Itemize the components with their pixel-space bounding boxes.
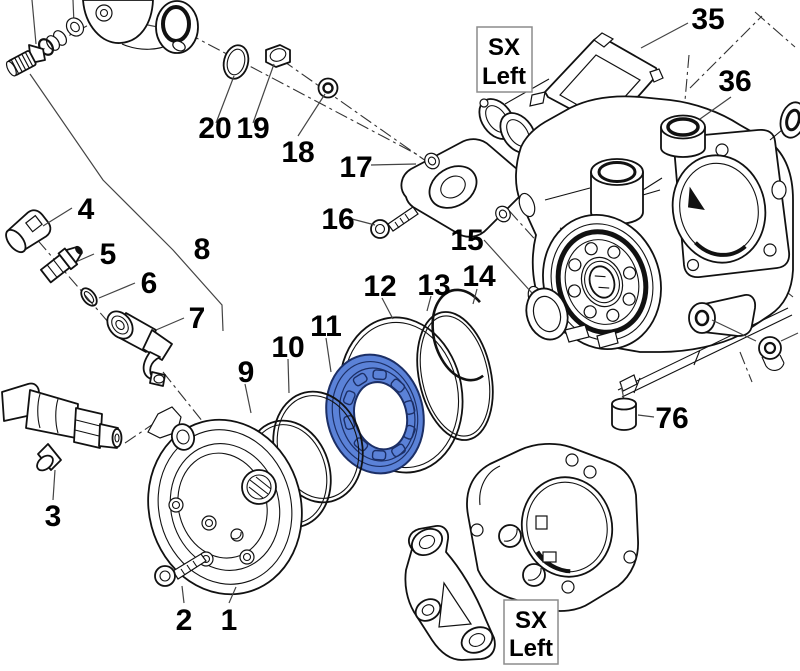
crankcase-housing-drawing xyxy=(515,95,800,398)
bottom-fitting-drawing xyxy=(404,525,496,661)
nut-part-19-drawing xyxy=(265,44,291,68)
leader-lines xyxy=(29,22,732,604)
part-number-labels: 1 2 3 4 5 6 7 8 9 10 11 12 13 14 15 16 1… xyxy=(45,3,752,637)
oring-part-15-drawing xyxy=(525,287,569,341)
sx-left-box-bottom: SX Left xyxy=(503,599,559,665)
part-label-5: 5 xyxy=(100,238,117,271)
part-label-16: 16 xyxy=(321,203,354,236)
cover-flange-part-1-drawing xyxy=(147,406,303,596)
sx-left-top-line1: SX xyxy=(488,34,520,61)
sx-left-bottom-line1: SX xyxy=(515,607,547,634)
part-label-76: 76 xyxy=(655,402,688,435)
part-label-14: 14 xyxy=(462,260,496,293)
ring-part-20-drawing xyxy=(222,44,250,80)
inlet-manifold-part-17-drawing xyxy=(400,138,526,238)
part-label-10: 10 xyxy=(271,331,304,364)
washer-part-18-drawing xyxy=(317,77,339,99)
part-label-18: 18 xyxy=(281,136,314,169)
part-label-12: 12 xyxy=(363,270,396,303)
part-label-3: 3 xyxy=(45,500,62,533)
part-label-6: 6 xyxy=(141,267,158,300)
part-label-8: 8 xyxy=(194,233,211,266)
part-label-1: 1 xyxy=(221,604,238,637)
valve-part-3-drawing xyxy=(1,382,123,472)
ring-part-13-drawing xyxy=(416,311,494,441)
part-label-11: 11 xyxy=(310,310,342,343)
part-label-9: 9 xyxy=(238,356,255,389)
circlip-part-14-drawing xyxy=(431,288,484,382)
part-label-7: 7 xyxy=(189,302,206,335)
seal-part-11-highlighted-drawing xyxy=(325,353,425,475)
part-label-20: 20 xyxy=(198,112,231,145)
part-label-35: 35 xyxy=(691,3,724,36)
part-label-36: 36 xyxy=(718,65,751,98)
bolt-part-16-drawing xyxy=(370,206,419,239)
part-label-17: 17 xyxy=(339,151,372,184)
part-label-15: 15 xyxy=(450,224,483,257)
bolt-part-2-drawing xyxy=(154,553,207,587)
part-label-4: 4 xyxy=(78,193,95,226)
rear-cover-plate-drawing xyxy=(466,443,639,612)
unloader-valve-assembly-drawing xyxy=(5,0,199,77)
sx-left-bottom-line2: Left xyxy=(509,635,553,662)
sx-left-top-line2: Left xyxy=(482,63,526,90)
part-label-13: 13 xyxy=(417,269,450,302)
sx-left-box-top: SX Left xyxy=(476,26,533,93)
plug-part-76-drawing xyxy=(611,383,637,431)
part-label-2: 2 xyxy=(176,604,193,637)
part-label-19: 19 xyxy=(236,112,269,145)
valve-parts-4-5-6-7-drawing xyxy=(5,209,173,387)
